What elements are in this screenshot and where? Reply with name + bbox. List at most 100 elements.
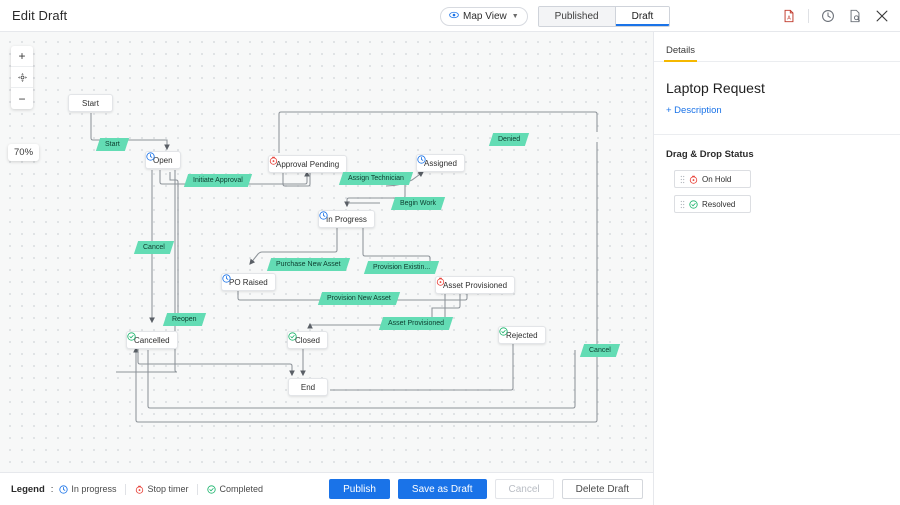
node-label: PO Raised <box>229 277 268 287</box>
transition-begin-work[interactable]: Begin Work <box>390 197 446 210</box>
svg-text:A: A <box>787 16 791 22</box>
clock-blue-icon <box>222 274 231 283</box>
node-label: Closed <box>295 335 320 345</box>
zoom-out-button[interactable]: − <box>18 91 26 106</box>
node-label: Rejected <box>506 330 538 340</box>
node-start[interactable]: Start <box>68 94 113 112</box>
node-label: Approval Pending <box>276 159 340 169</box>
details-panel: Details Laptop Request + Description Dra… <box>653 32 900 505</box>
panel-tabs: Details <box>654 32 900 62</box>
clock-blue-icon <box>146 152 155 161</box>
legend-item-stop-timer: Stop timer <box>135 484 188 494</box>
transition-provision-existing[interactable]: Provision Existin... <box>363 261 440 274</box>
timer-red-icon <box>136 485 144 494</box>
eye-icon <box>449 10 459 23</box>
close-icon[interactable] <box>874 8 890 24</box>
check-green-icon <box>288 332 297 341</box>
node-cancelled[interactable]: Cancelled <box>126 331 178 349</box>
delete-draft-button[interactable]: Delete Draft <box>561 479 643 499</box>
top-bar-center: Map View ▼ Published Draft <box>440 0 671 32</box>
node-open[interactable]: Open <box>145 151 181 169</box>
map-view-button[interactable]: Map View ▼ <box>440 6 528 26</box>
panel-title: Laptop Request <box>666 80 765 96</box>
transition-asset-provisioned[interactable]: Asset Provisioned <box>378 317 454 330</box>
check-green-icon <box>499 327 508 336</box>
node-label: In Progress <box>326 214 367 224</box>
transition-denied[interactable]: Denied <box>488 133 530 146</box>
tab-draft[interactable]: Draft <box>615 6 670 26</box>
drag-item-label: On Hold <box>702 174 732 184</box>
node-po-raised[interactable]: PO Raised <box>221 273 276 291</box>
tab-published[interactable]: Published <box>538 6 616 26</box>
timer-red-icon <box>689 175 698 184</box>
transition-purchase-new-asset[interactable]: Purchase New Asset <box>266 258 350 271</box>
node-label: Assigned <box>424 158 457 168</box>
legend: Legend : In progress Stop timer Complete… <box>11 483 263 495</box>
legend-label: Stop timer <box>147 484 189 494</box>
node-end[interactable]: End <box>288 378 328 396</box>
transition-cancel-open[interactable]: Cancel <box>133 241 174 254</box>
document-search-icon[interactable] <box>847 8 863 24</box>
node-closed[interactable]: Closed <box>287 331 328 349</box>
transition-assign-technician[interactable]: Assign Technician <box>338 172 414 185</box>
transition-reopen[interactable]: Reopen <box>162 313 206 326</box>
node-rejected[interactable]: Rejected <box>498 326 546 344</box>
chevron-down-icon: ▼ <box>511 12 519 20</box>
check-green-icon <box>689 199 698 209</box>
top-bar-actions: A <box>781 0 890 32</box>
divider <box>654 134 900 135</box>
drag-drop-status-title: Drag & Drop Status <box>666 149 754 160</box>
node-label: Start <box>82 98 99 108</box>
transition-initiate-approval[interactable]: Initiate Approval <box>183 174 252 187</box>
drag-item-resolved[interactable]: Resolved <box>674 195 751 213</box>
grip-icon <box>680 175 685 183</box>
divider <box>197 483 199 495</box>
history-icon[interactable] <box>820 8 836 24</box>
clock-blue-icon <box>319 211 328 220</box>
node-assigned[interactable]: Assigned <box>416 154 465 172</box>
check-green-icon <box>207 484 217 494</box>
drag-drop-status-list: On Hold Resolved <box>674 170 900 213</box>
tab-details[interactable]: Details <box>663 45 698 62</box>
zoom-controls: + − <box>11 46 33 109</box>
check-green-icon <box>127 332 136 341</box>
divider <box>808 9 809 23</box>
pdf-icon[interactable]: A <box>781 8 797 24</box>
node-label: Asset Provisioned <box>443 280 508 290</box>
legend-item-completed: Completed <box>207 484 263 494</box>
legend-label: In progress <box>71 484 117 494</box>
transition-start[interactable]: Start <box>95 138 129 151</box>
footer-buttons: Publish Save as Draft Cancel Delete Draf… <box>329 479 643 499</box>
workflow-graph: Start Open Approval Pending Assigned In … <box>0 32 653 472</box>
grip-icon <box>680 200 685 208</box>
add-description-link[interactable]: + Description <box>666 105 722 116</box>
timer-red-icon <box>269 156 278 165</box>
node-approval-pending[interactable]: Approval Pending <box>268 155 348 173</box>
node-in-progress[interactable]: In Progress <box>318 210 375 228</box>
fit-to-screen-icon[interactable] <box>11 67 33 88</box>
publish-state-tabs: Published Draft <box>537 5 671 27</box>
top-bar: Edit Draft Map View ▼ Published Draft A <box>0 0 900 32</box>
drag-item-on-hold[interactable]: On Hold <box>674 170 751 188</box>
diagram-canvas[interactable]: + − 70% <box>0 32 653 472</box>
node-label: Open <box>153 155 173 165</box>
save-as-draft-button[interactable]: Save as Draft <box>397 479 487 499</box>
legend-label: Completed <box>219 484 263 494</box>
legend-colon: : <box>50 483 54 495</box>
node-asset-provisioned[interactable]: Asset Provisioned <box>435 276 516 294</box>
footer-bar: Legend : In progress Stop timer Complete… <box>0 472 653 505</box>
legend-item-in-progress: In progress <box>59 484 116 494</box>
transition-provision-new-asset[interactable]: Provision New Asset <box>317 292 400 305</box>
legend-title: Legend <box>11 483 45 495</box>
cancel-button: Cancel <box>494 479 554 499</box>
clock-blue-icon <box>417 155 426 164</box>
transition-cancel-right[interactable]: Cancel <box>579 344 620 357</box>
zoom-in-button[interactable]: + <box>11 46 33 67</box>
zoom-level-badge: 70% <box>8 144 40 161</box>
divider <box>125 483 127 495</box>
publish-button[interactable]: Publish <box>329 479 390 499</box>
graph-edges <box>90 111 598 423</box>
node-label: End <box>300 382 316 392</box>
node-label: Cancelled <box>134 335 170 345</box>
